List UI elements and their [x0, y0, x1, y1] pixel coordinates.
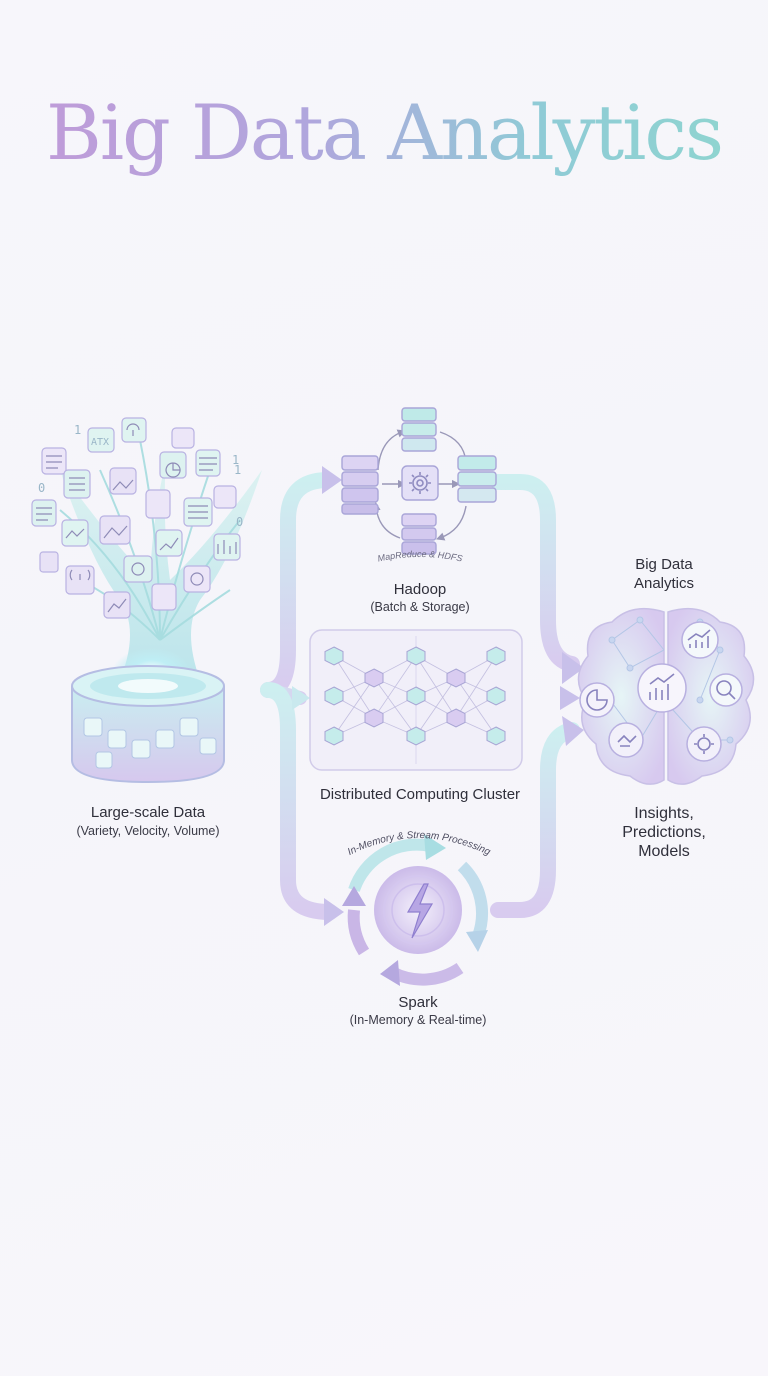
cluster-link — [373, 655, 417, 719]
pipe-arrowheads — [292, 466, 584, 926]
image-icon — [109, 467, 137, 495]
analytics-output-3: Models — [638, 843, 690, 860]
cluster-label: Distributed Computing Cluster — [319, 786, 521, 803]
hadoop-ring-text: MapReduce & HDFS — [377, 549, 464, 564]
badge-glyphs — [586, 629, 736, 754]
analytics-brain — [577, 607, 755, 785]
cluster-cube-node — [364, 668, 384, 688]
trend-icon — [103, 591, 131, 619]
code-icon — [151, 583, 177, 611]
connector-pipes — [217, 472, 580, 920]
cluster-cube-node — [406, 646, 426, 666]
hadoop-node: MapReduce & HDFS — [341, 407, 497, 564]
cluster-cube-node — [446, 668, 466, 688]
cluster-cube-node — [364, 708, 384, 728]
trend-icon — [687, 629, 711, 648]
dial-icon — [123, 555, 153, 583]
gear-icon — [409, 472, 431, 494]
spark-label: Spark — [398, 994, 438, 1011]
arrow-hadoop-in — [562, 652, 584, 684]
mini-tile-icon — [39, 551, 59, 573]
data-tank — [71, 665, 225, 784]
gear-tile-icon — [183, 565, 211, 593]
grid-icon — [213, 485, 237, 509]
server-stack-top — [401, 407, 437, 452]
svg-text:0: 0 — [38, 481, 45, 495]
text-icon — [87, 427, 115, 453]
svg-text:1: 1 — [232, 453, 239, 467]
bar-chart-icon — [649, 673, 675, 700]
binary-digits: ATX 1 1 0 1 0 — [38, 423, 243, 529]
spark-sublabel: (In-Memory & Real-time) — [349, 1013, 487, 1027]
data-source: ATX 1 1 0 1 0 — [31, 417, 262, 784]
pipe-to-spark — [260, 682, 338, 920]
broadcast-icon — [121, 417, 147, 443]
source-icon-text: ATX — [91, 437, 109, 448]
cluster-link — [415, 677, 457, 737]
server-stack-left — [341, 455, 379, 515]
doc-icon-2 — [195, 449, 221, 477]
arrow-to-hadoop — [322, 466, 342, 494]
spark-node: In-Memory & Stream Processing — [342, 830, 492, 986]
hadoop-sublabel: (Batch & Storage) — [370, 600, 470, 614]
chart-icon — [155, 529, 183, 557]
pie-chart-icon — [586, 689, 608, 711]
server-stacks — [341, 407, 497, 555]
image-icon-2 — [61, 519, 89, 547]
lightning-icon — [406, 883, 434, 939]
pipe-spark-analytics — [490, 722, 580, 918]
media-icon — [171, 427, 195, 449]
data-funnel — [60, 460, 262, 680]
svg-text:1: 1 — [234, 463, 241, 477]
cluster-cube-node — [406, 686, 426, 706]
hadoop-label: Hadoop — [393, 581, 447, 598]
analytics-label-line2: Analytics — [633, 575, 695, 592]
source-sublabel: (Variety, Velocity, Volume) — [76, 824, 220, 838]
arrow-to-spark — [324, 898, 344, 926]
pipe-hadoop-analytics — [490, 474, 580, 672]
cluster-network — [324, 646, 506, 746]
server-stack-bottom — [401, 513, 437, 555]
cluster-cube-node — [324, 646, 344, 666]
image-icon-3 — [99, 515, 131, 545]
arrow-spark-in — [562, 716, 584, 746]
svg-text:0: 0 — [236, 515, 243, 529]
server-stack-right — [457, 455, 497, 503]
list-icon-2 — [145, 489, 171, 519]
trend-badge — [681, 621, 719, 659]
analytics-output-1: Insights, — [634, 805, 694, 822]
node-icon — [617, 734, 637, 747]
cluster-cube-node — [486, 726, 506, 746]
hadoop-gear-box — [401, 465, 439, 501]
page-title: Big Data Analytics — [0, 88, 768, 177]
magnifier-badge — [709, 673, 743, 707]
cluster-cube-node — [486, 646, 506, 666]
svg-text:1: 1 — [74, 423, 81, 437]
magnifier-icon — [716, 680, 732, 696]
center-chart-badge — [637, 663, 687, 713]
gear-badge — [686, 726, 722, 762]
gear-icon-2 — [697, 737, 711, 751]
arrow-to-cluster — [292, 686, 310, 710]
source-label: Large-scale Data — [90, 804, 206, 821]
doc-icon — [41, 447, 67, 475]
bar-icon — [213, 533, 241, 561]
spark-arrowheads — [342, 834, 488, 986]
network-badge — [608, 722, 644, 758]
tile-glyphs — [36, 423, 237, 613]
cluster-cube-node — [324, 726, 344, 746]
cluster-cube-node — [486, 686, 506, 706]
cluster-link — [333, 677, 375, 737]
cluster-cube-node — [446, 708, 466, 728]
analytics-label-line1: Big Data — [635, 556, 693, 573]
analytics-output-2: Predictions, — [622, 824, 706, 841]
doc-icon-3 — [31, 499, 57, 527]
cluster-cube-node — [406, 726, 426, 746]
cluster-node — [309, 629, 523, 771]
arrow-cluster-in — [560, 686, 580, 710]
cluster-link — [455, 655, 497, 719]
cluster-cube-node — [324, 686, 344, 706]
